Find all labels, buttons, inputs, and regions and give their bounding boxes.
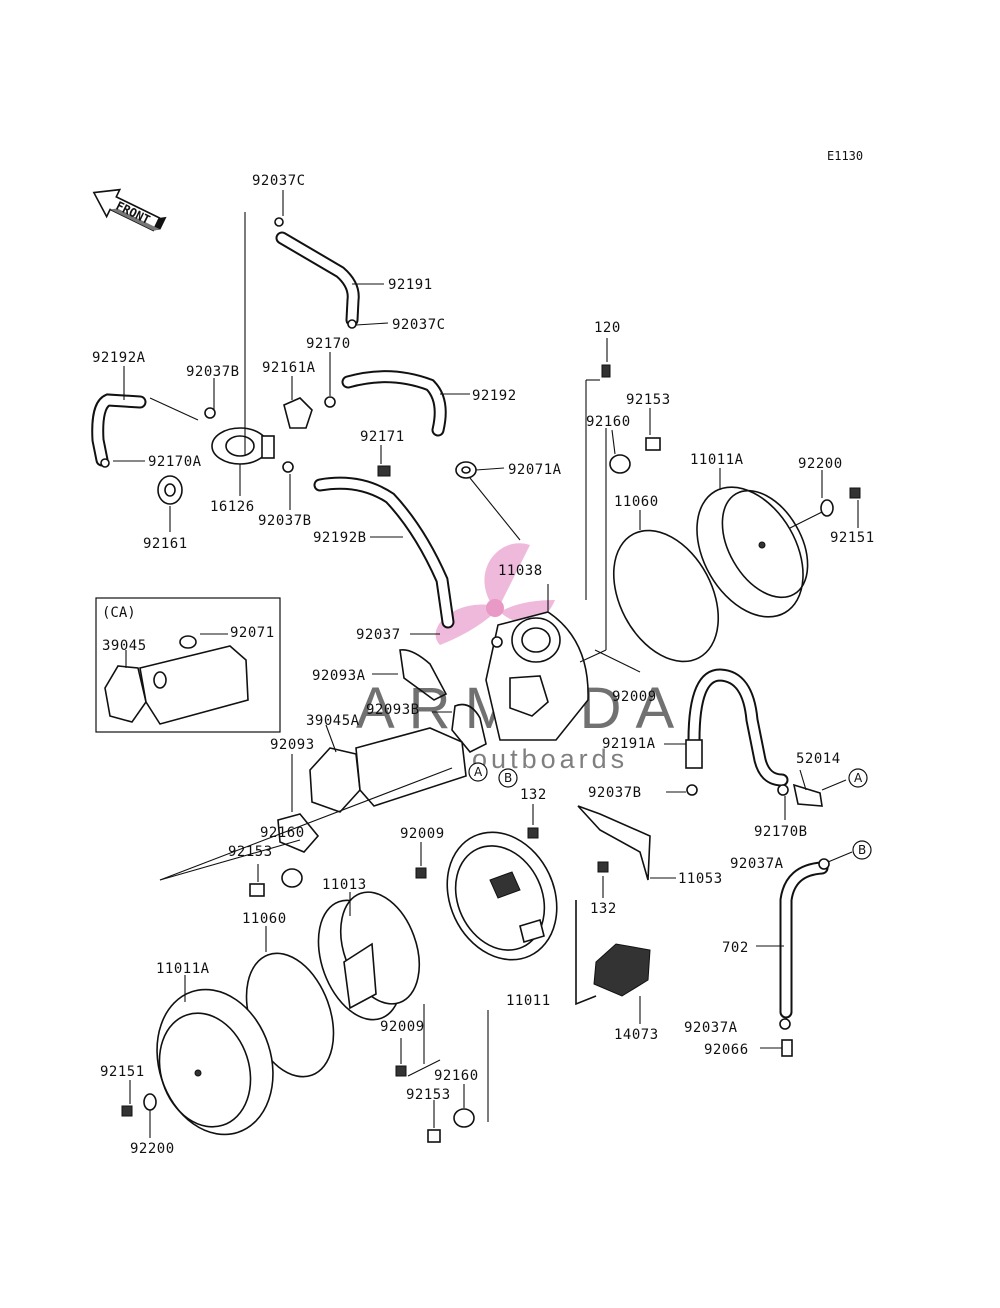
part-label: 92151 — [100, 1064, 145, 1080]
front-arrow-icon: FRONT — [92, 188, 167, 232]
ca-variant-label: (CA) — [102, 605, 136, 621]
part-label: 11013 — [322, 877, 367, 893]
lower-filter-assembly — [121, 804, 676, 1143]
callout-a-icon: A — [848, 768, 868, 788]
part-label: 11011A — [690, 452, 744, 468]
part-label: 39045 — [102, 638, 147, 654]
part-label: 92153 — [626, 392, 671, 408]
diagram-code: E1130 — [827, 149, 863, 163]
part-label: 92066 — [704, 1042, 749, 1058]
part-label: 92200 — [130, 1141, 175, 1157]
ca-variant-box: (CA) — [95, 597, 281, 733]
part-label: 92009 — [380, 1019, 425, 1035]
part-label: 92037C — [252, 173, 306, 189]
upper-filter-group — [612, 468, 861, 663]
part-label: 92191 — [388, 277, 433, 293]
part-label: 92037 — [356, 627, 401, 643]
right-hose-group — [664, 668, 853, 1057]
part-label: 92160 — [260, 825, 305, 841]
part-label: 92170 — [306, 336, 351, 352]
front-label: FRONT — [114, 199, 153, 227]
intake-duct-group — [159, 633, 487, 881]
part-label: 92093A — [312, 668, 366, 684]
part-label: 11038 — [498, 563, 543, 579]
breather-hose-assembly — [91, 190, 521, 629]
part-label: 92037B — [258, 513, 312, 529]
part-label: 11060 — [242, 911, 287, 927]
part-label: 92170A — [148, 454, 202, 470]
callout-a-label: A — [854, 771, 863, 785]
part-label: 52014 — [796, 751, 841, 767]
part-label: 39045A — [306, 713, 360, 729]
part-label: 92037C — [392, 317, 446, 333]
part-label: 92037B — [588, 785, 642, 801]
part-label: 92161A — [262, 360, 316, 376]
part-label: 132 — [520, 787, 547, 803]
part-label: 16126 — [210, 499, 255, 515]
part-label: 92037B — [186, 364, 240, 380]
part-label: 92093 — [270, 737, 315, 753]
part-label: 92161 — [143, 536, 188, 552]
part-label: 92093B — [366, 702, 420, 718]
part-label: 92200 — [798, 456, 843, 472]
part-label: 92192 — [472, 388, 517, 404]
part-label: 92171 — [360, 429, 405, 445]
part-label: 120 — [594, 320, 621, 336]
part-label: 92037A — [684, 1020, 738, 1036]
part-label: 92153 — [228, 844, 273, 860]
part-label: 132 — [590, 901, 617, 917]
part-label: 11011 — [506, 993, 551, 1009]
part-label: 11060 — [614, 494, 659, 510]
callout-b-icon: B — [498, 768, 518, 788]
callout-a-label: A — [474, 765, 483, 779]
part-label: 92037A — [730, 856, 784, 872]
callout-a-icon: A — [468, 762, 488, 782]
part-label: 702 — [722, 940, 749, 956]
part-label: 14073 — [614, 1027, 659, 1043]
part-label: 92009 — [400, 826, 445, 842]
part-label: 92170B — [754, 824, 808, 840]
part-label: 92160 — [434, 1068, 479, 1084]
part-labels: 92037C 92191 92037C 92192A 92037B 92161A… — [92, 173, 875, 1157]
callout-b-icon: B — [852, 840, 872, 860]
part-label: 92071A — [508, 462, 562, 478]
callout-b-label: B — [504, 771, 512, 785]
part-label: 11011A — [156, 961, 210, 977]
part-label: 92192A — [92, 350, 146, 366]
air-box-housing — [485, 338, 661, 741]
part-label: 11053 — [678, 871, 723, 887]
part-label: 92151 — [830, 530, 875, 546]
part-label: 92160 — [586, 414, 631, 430]
callout-b-label: B — [858, 843, 866, 857]
part-label: 92191A — [602, 736, 656, 752]
part-label: 92009 — [612, 689, 657, 705]
part-label: 92071 — [230, 625, 275, 641]
part-label: 92192B — [313, 530, 367, 546]
part-label: 92153 — [406, 1087, 451, 1103]
